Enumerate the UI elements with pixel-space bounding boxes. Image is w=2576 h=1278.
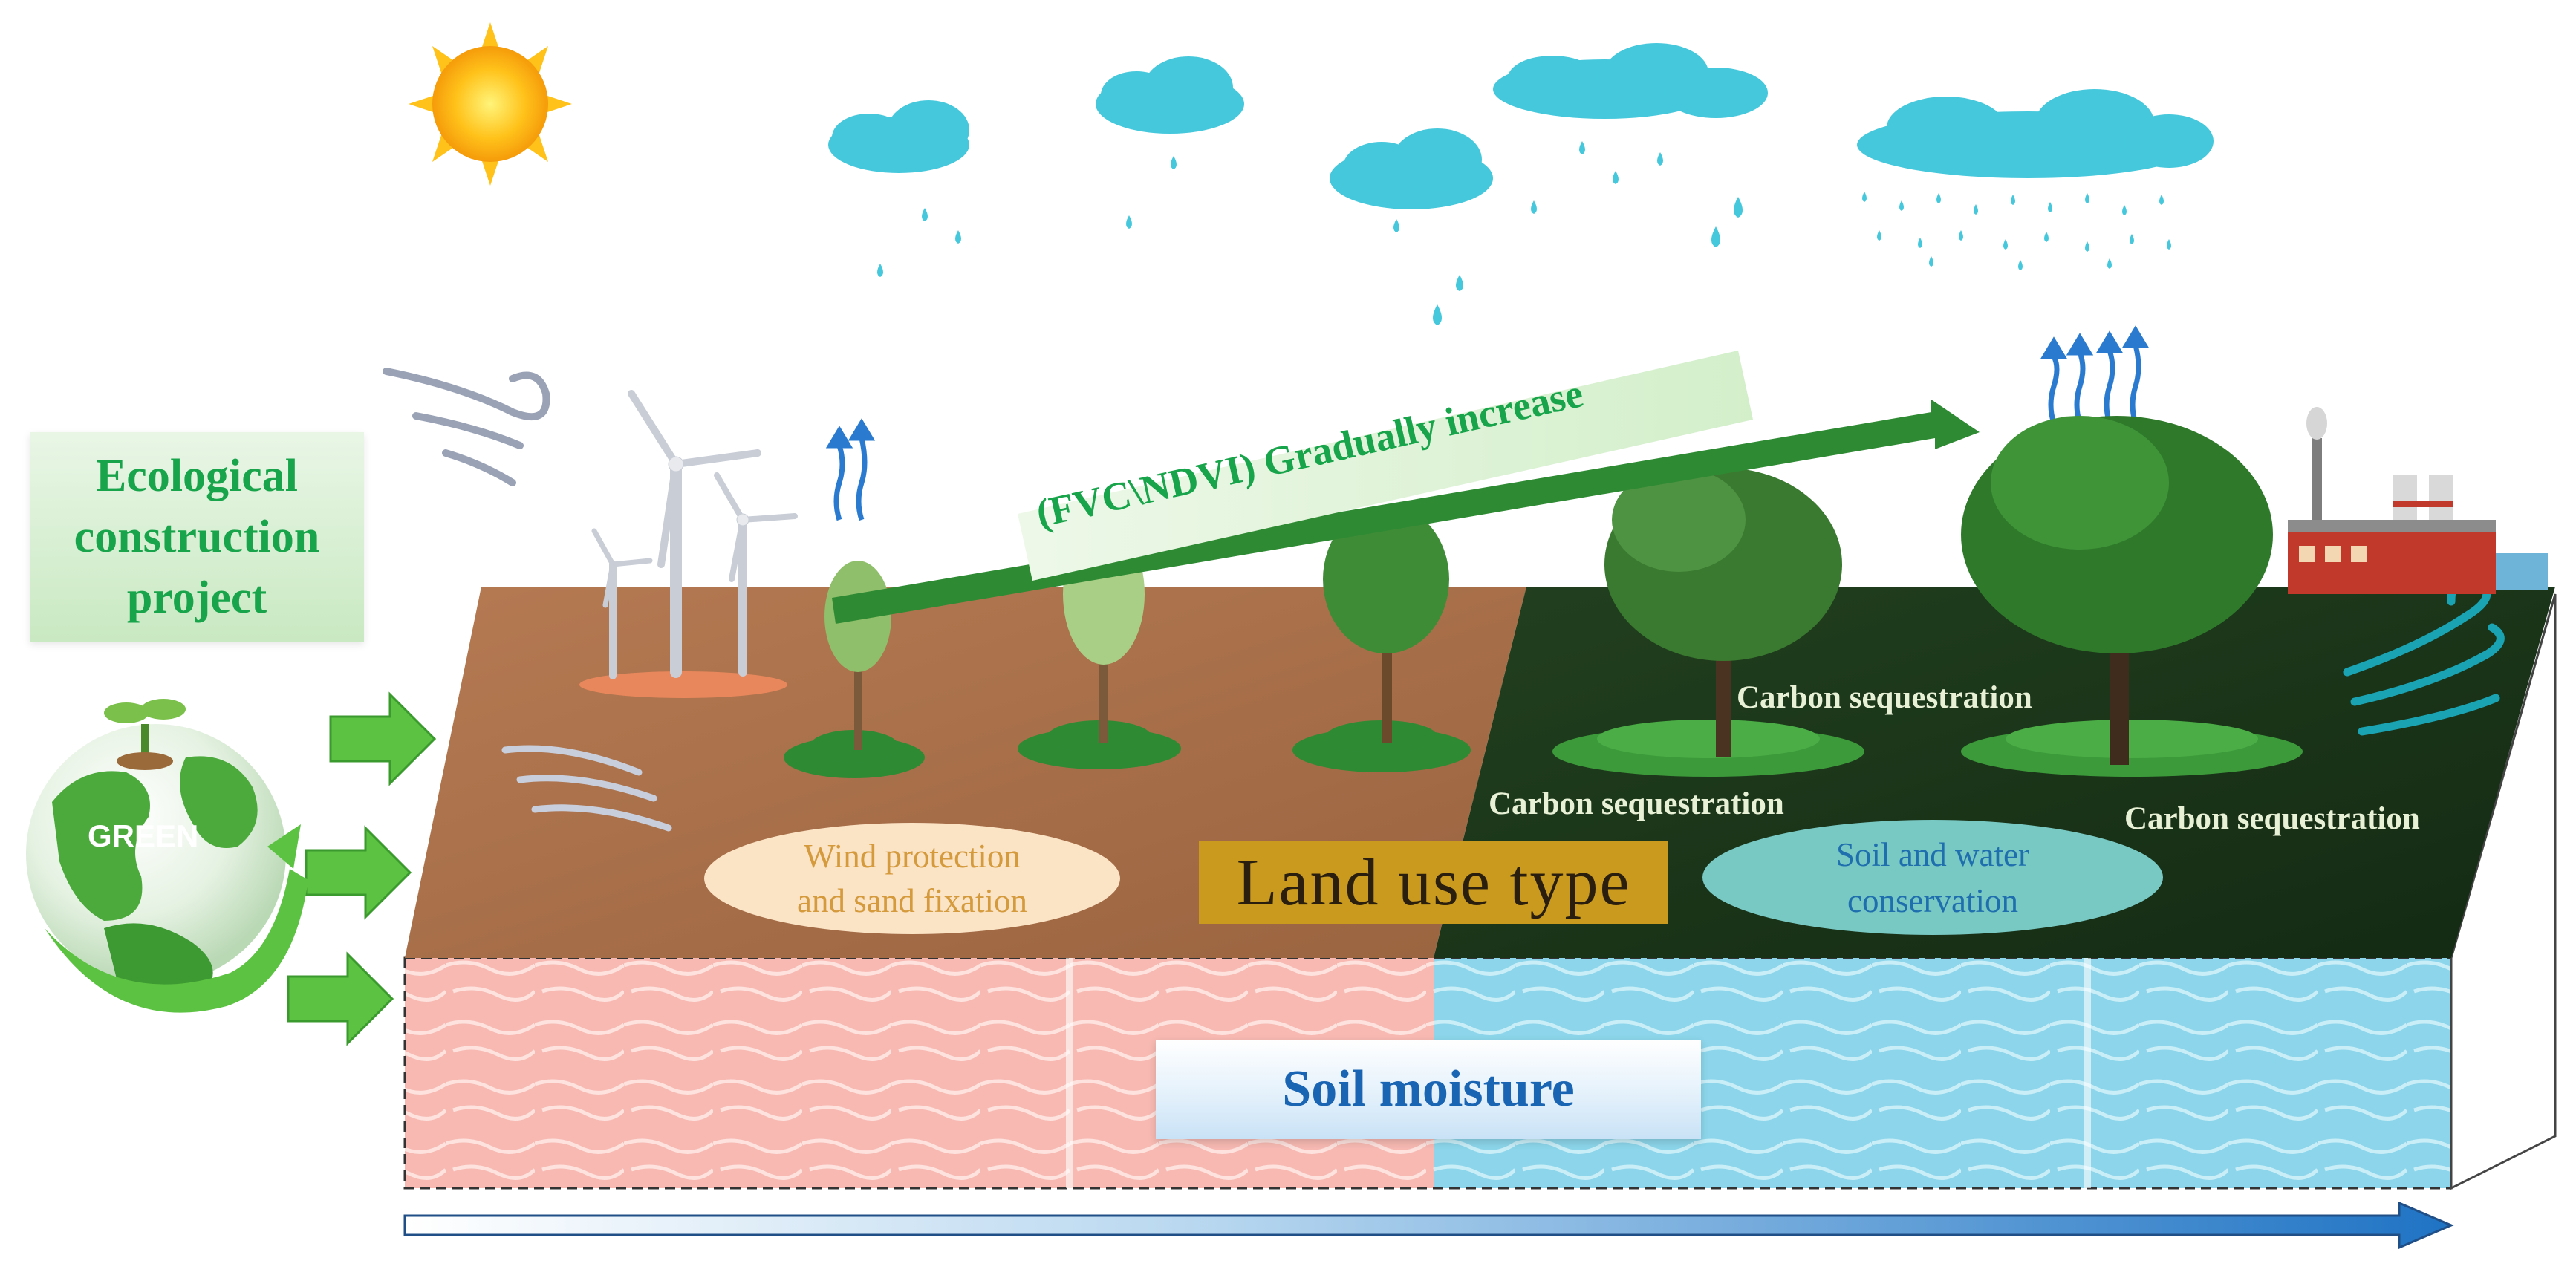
land-use-label: Land use type [1236,845,1631,919]
carbon-label-mid: Carbon sequestration [1489,786,1784,821]
factory-icon [2288,407,2548,594]
eco-project-box: Ecological construction project [30,432,364,642]
soil-moisture-label: Soil moisture [1282,1060,1575,1118]
soil-moisture-box: Soil moisture [1156,1040,1701,1139]
land-use-box: Land use type [1199,841,1668,924]
eco-project-label: Ecological construction project [74,451,320,623]
globe-icon [26,699,308,1013]
wind-turbine-icon [591,390,798,679]
fvc-trend-arrow [832,351,1980,624]
soil-water-label: Soil and water conservation [1702,820,2163,935]
wind-icon [383,368,550,486]
carbon-label-right: Carbon sequestration [2124,801,2420,836]
green-label: GREEN [88,818,199,853]
evaporation-arrows-icon [825,325,2150,521]
wind-protection-label: Wind protection and sand fixation [704,823,1120,934]
arrow-right-icon [287,691,437,1046]
wind-icon [501,745,672,832]
sun-icon [409,22,572,186]
carbon-label-top: Carbon sequestration [1737,680,2032,715]
turbine-base [579,671,787,698]
rain-cloud-icon [828,43,2214,325]
moisture-gradient-arrow [403,1201,2454,1250]
